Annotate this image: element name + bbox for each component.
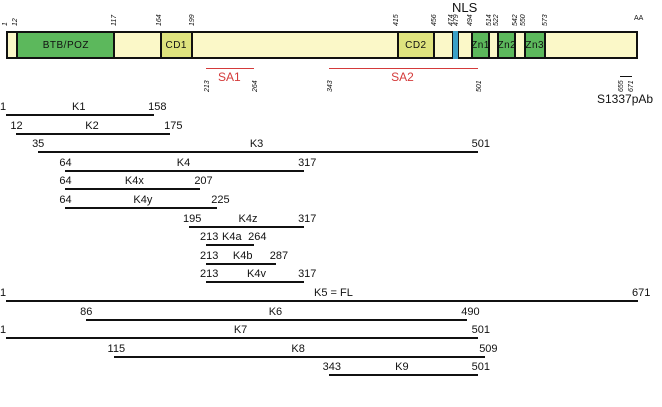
construct-k4 bbox=[65, 169, 305, 172]
position-tick: 494 bbox=[467, 14, 475, 26]
domain-zn1: Zn1 bbox=[471, 31, 490, 59]
position-tick: 415 bbox=[392, 14, 400, 26]
construct-end: 207 bbox=[194, 175, 213, 188]
antibody-start: 655 bbox=[618, 80, 625, 92]
construct-k6 bbox=[86, 318, 468, 321]
position-tick: 514 bbox=[485, 14, 493, 26]
position-tick: 522 bbox=[493, 14, 501, 26]
construct-name: K7 bbox=[233, 324, 248, 337]
construct-name: K8 bbox=[291, 342, 305, 355]
position-tick: 456 bbox=[431, 14, 439, 26]
position-tick: 479 bbox=[452, 14, 460, 26]
construct-start: 1 bbox=[0, 101, 7, 113]
construct-end: 287 bbox=[269, 249, 289, 262]
construct-start: 213 bbox=[199, 231, 219, 244]
construct-end: 317 bbox=[298, 268, 317, 281]
antibody-end: 671 bbox=[628, 80, 635, 92]
construct-start: 1 bbox=[0, 287, 7, 299]
construct-start: 64 bbox=[59, 175, 72, 188]
construct-end: 158 bbox=[148, 101, 167, 113]
position-tick: 542 bbox=[512, 14, 520, 26]
construct-k8 bbox=[113, 355, 486, 358]
construct-k4b bbox=[205, 262, 276, 265]
construct-name: K3 bbox=[249, 138, 264, 151]
construct-name: K4x bbox=[124, 175, 144, 188]
region-end: 264 bbox=[252, 80, 260, 92]
construct-start: 64 bbox=[59, 156, 72, 169]
antibody-epitope-bar bbox=[620, 76, 632, 77]
construct-name: K4a bbox=[222, 231, 242, 244]
construct-name: K9 bbox=[395, 361, 409, 374]
construct-k4a bbox=[205, 244, 255, 247]
region-arrow-sa1 bbox=[205, 68, 255, 69]
construct-name: K2 bbox=[85, 119, 99, 132]
construct-name: K4b bbox=[232, 249, 253, 262]
construct-name: K4 bbox=[176, 156, 191, 169]
construct-end: 671 bbox=[632, 287, 651, 299]
domain-zn2: Zn2 bbox=[497, 31, 517, 59]
construct-name: K5 = FL bbox=[314, 287, 353, 299]
construct-k7 bbox=[6, 337, 478, 340]
construct-end: 175 bbox=[164, 119, 183, 132]
construct-end: 501 bbox=[471, 138, 490, 151]
construct-start: 195 bbox=[182, 212, 202, 225]
construct-name: K4z bbox=[238, 212, 258, 225]
construct-k2 bbox=[16, 132, 171, 135]
construct-k4z bbox=[188, 225, 305, 228]
construct-end: 509 bbox=[479, 342, 498, 355]
region-label-sa2: SA2 bbox=[391, 70, 414, 84]
construct-end: 317 bbox=[298, 156, 317, 169]
construct-k3 bbox=[38, 151, 478, 154]
construct-start: 343 bbox=[322, 361, 341, 374]
construct-k9 bbox=[328, 374, 478, 377]
construct-k1 bbox=[6, 114, 155, 116]
antibody-label: S1337pAb bbox=[597, 92, 654, 106]
position-tick: 117 bbox=[111, 14, 119, 26]
position-tick: 573 bbox=[541, 14, 549, 26]
domain-cd2: CD2 bbox=[396, 31, 436, 59]
region-label-sa1: SA1 bbox=[218, 70, 241, 84]
construct-name: K4y bbox=[133, 194, 153, 206]
construct-start: 35 bbox=[32, 138, 45, 151]
construct-name: K4v bbox=[247, 268, 266, 281]
construct-start: 213 bbox=[199, 268, 219, 281]
position-tick: 199 bbox=[188, 14, 196, 26]
domain-cd1: CD1 bbox=[159, 31, 193, 59]
construct-start: 213 bbox=[199, 249, 219, 262]
domain-btbpoz: BTB/POZ bbox=[16, 31, 116, 59]
construct-end: 501 bbox=[471, 361, 490, 374]
construct-k4v bbox=[205, 281, 305, 284]
construct-end: 501 bbox=[471, 324, 490, 337]
region-end: 501 bbox=[475, 80, 483, 92]
position-tick: 550 bbox=[519, 14, 527, 26]
nls-label: NLS bbox=[452, 0, 478, 15]
construct-name: K1 bbox=[72, 101, 86, 113]
construct-end: 225 bbox=[211, 194, 230, 206]
construct-end: 317 bbox=[298, 212, 317, 225]
construct-k5fl bbox=[6, 300, 638, 302]
region-start: 213 bbox=[203, 80, 211, 92]
construct-start: 1 bbox=[0, 324, 7, 337]
construct-start: 86 bbox=[80, 305, 93, 318]
construct-k4y bbox=[65, 207, 218, 209]
domain-zn3: Zn3 bbox=[523, 31, 546, 59]
aa-label: AA bbox=[634, 15, 644, 22]
construct-start: 64 bbox=[59, 194, 72, 206]
construct-start: 115 bbox=[107, 342, 126, 355]
region-arrow-sa2 bbox=[328, 68, 478, 69]
position-tick: 1 bbox=[2, 22, 9, 26]
construct-end: 264 bbox=[248, 231, 267, 244]
construct-k4x bbox=[65, 188, 201, 191]
position-tick: 164 bbox=[155, 14, 163, 26]
construct-name: K6 bbox=[268, 305, 283, 318]
position-tick: 12 bbox=[12, 18, 20, 26]
nls-segment bbox=[452, 31, 459, 59]
construct-start: 12 bbox=[10, 119, 23, 132]
region-start: 343 bbox=[326, 80, 334, 92]
construct-end: 490 bbox=[461, 305, 480, 318]
